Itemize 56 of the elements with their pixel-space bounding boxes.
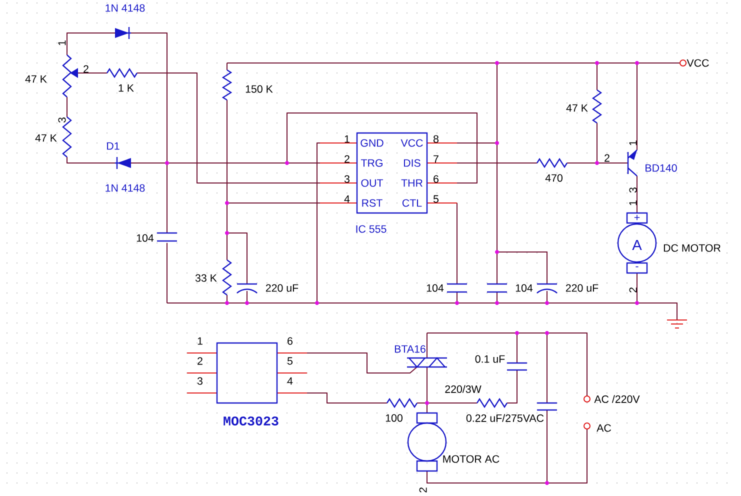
part-number: BD140 bbox=[646, 164, 677, 172]
pin-number: 4 bbox=[287, 377, 293, 385]
polarity-sign: - bbox=[636, 266, 638, 268]
optocoupler-box bbox=[216, 342, 278, 404]
part-number: 1N 4148 bbox=[106, 184, 145, 192]
terminal-label: AC /220V bbox=[594, 395, 640, 403]
pin-number: 5 bbox=[287, 357, 293, 365]
supply-label: VCC bbox=[686, 59, 709, 67]
pin-number: 1 bbox=[629, 140, 637, 146]
value-label: 1 K bbox=[118, 84, 134, 92]
pin-number: 7 bbox=[434, 155, 438, 163]
pin-number: 2 bbox=[84, 65, 88, 73]
value-label: 47 K bbox=[566, 104, 588, 112]
value-label: 33 K bbox=[195, 274, 217, 282]
value-label: 104 bbox=[136, 234, 154, 242]
value-label: 100 bbox=[386, 414, 402, 422]
pin-number: 2 bbox=[344, 155, 350, 163]
part-name: DC MOTOR bbox=[664, 244, 720, 252]
pin-number: 3 bbox=[344, 175, 350, 183]
terminal-label: AC bbox=[596, 424, 612, 432]
value-label: 220 uF bbox=[266, 284, 298, 292]
value-label: 47 K bbox=[35, 134, 57, 142]
pin-number: 1 bbox=[344, 135, 350, 143]
value-label: 104 bbox=[426, 284, 444, 292]
value-label: 0.22 uF/275VAC bbox=[466, 414, 544, 422]
polarity-sign: + bbox=[634, 214, 640, 220]
value-label: 220/3W bbox=[445, 385, 482, 393]
pin-number: 1 bbox=[198, 337, 202, 345]
pin-number: 2 bbox=[419, 488, 427, 492]
pin-number: 6 bbox=[288, 337, 292, 345]
part-number: BTA16 bbox=[394, 345, 426, 353]
motor-letter: A bbox=[632, 240, 642, 250]
value-label: 104 bbox=[516, 284, 533, 292]
part-number: D1 bbox=[107, 142, 120, 150]
pin-number: 2 bbox=[629, 288, 637, 292]
value-label: 47 K bbox=[25, 75, 47, 83]
part-name: IC 555 bbox=[356, 225, 386, 233]
pin-number: 2 bbox=[604, 154, 610, 162]
pin-number: 1 bbox=[58, 40, 66, 46]
pin-number: 5 bbox=[433, 195, 439, 203]
pin-number: 8 bbox=[434, 135, 438, 143]
part-name: MOTOR AC bbox=[443, 455, 500, 463]
part-name: MOC3023 bbox=[224, 416, 278, 426]
pin-number: 3 bbox=[629, 188, 637, 193]
value-label: 0.1 uF bbox=[475, 355, 505, 363]
value-label: 150 K bbox=[246, 85, 273, 93]
pin-number: 1 bbox=[629, 200, 637, 206]
value-label: 470 bbox=[545, 174, 562, 182]
ic-chip: GND TRG OUT RST VCC DIS THR CTL bbox=[356, 132, 428, 214]
pin-number: 6 bbox=[434, 175, 438, 183]
part-number: 1N 4148 bbox=[106, 4, 145, 12]
pin-number: 2 bbox=[198, 357, 202, 365]
pin-number: 4 bbox=[344, 195, 350, 203]
pin-number: 3 bbox=[197, 377, 202, 385]
pin-number: 3 bbox=[58, 118, 66, 123]
value-label: 220 uF bbox=[566, 284, 598, 292]
